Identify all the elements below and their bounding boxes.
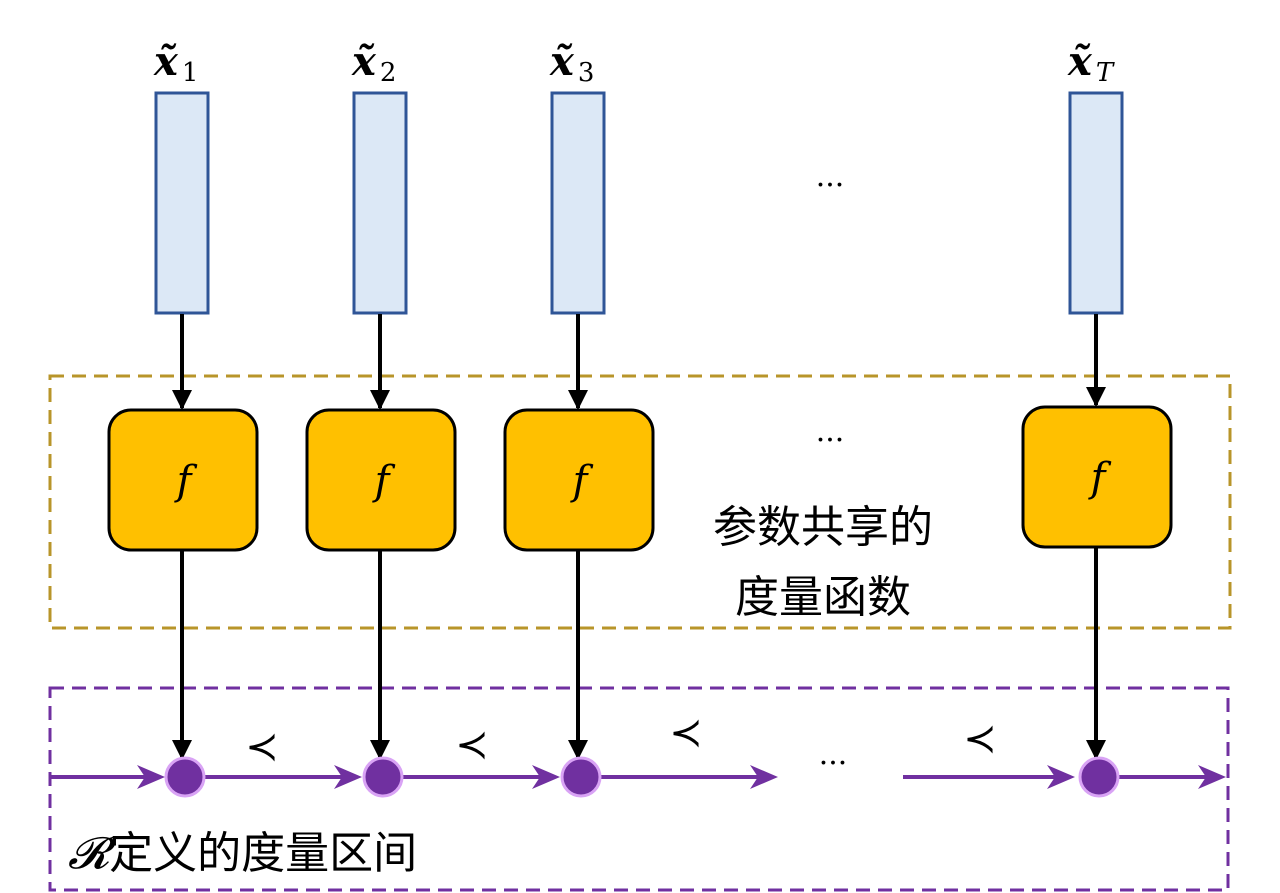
input-label-base: x̃ [153, 38, 179, 85]
metric-interval-symbol: 𝓡 [68, 828, 116, 879]
input-label-subscript: T [1096, 58, 1115, 88]
input-vector-3 [550, 91, 606, 315]
input-label-2: x̃2 [351, 38, 396, 88]
input-vector-T [1068, 91, 1124, 315]
order-symbol-3-dots: ≺ [669, 710, 703, 756]
metric-node-2 [362, 756, 404, 798]
metric-interval-group-border [48, 686, 1230, 892]
metric-axis [50, 765, 1226, 789]
axis-arrowhead [1198, 765, 1226, 789]
input-label-base: x̃ [1067, 38, 1093, 85]
metric-node-1 [164, 756, 206, 798]
input-label-base: x̃ [351, 38, 377, 85]
input-vector-2 [352, 91, 408, 315]
input-label-subscript: 1 [182, 58, 199, 88]
ellipsis-functions: ··· [816, 423, 845, 458]
axis-arrowhead [750, 765, 778, 789]
input-label-1: x̃1 [153, 38, 198, 88]
axis-arrowhead [334, 765, 362, 789]
axis-arrowhead [1047, 765, 1075, 789]
axis-arrowhead [532, 765, 560, 789]
shared-function-group-border [48, 374, 1232, 630]
input-label-T: x̃T [1067, 38, 1115, 88]
metric-interval-label: 𝓡定义的度量区间 [68, 828, 417, 879]
input-vector-1 [154, 91, 210, 315]
metric-node-3 [560, 756, 602, 798]
axis-arrowhead [137, 765, 165, 789]
ellipsis-inputs: ··· [816, 168, 845, 203]
order-symbol-dots-T: ≺ [963, 716, 997, 762]
input-label-base: x̃ [549, 38, 575, 85]
metric-nodes [164, 756, 1120, 798]
metric-node-T [1078, 756, 1120, 798]
input-label-3: x̃3 [549, 38, 594, 88]
connection-arrows [172, 314, 1106, 760]
shared-function-label-line1: 参数共享的 [713, 502, 933, 553]
input-label-subscript: 3 [578, 58, 595, 88]
metric-interval-text: 定义的度量区间 [109, 828, 417, 879]
order-symbol-2-3: ≺ [455, 722, 489, 768]
order-symbol-1-2: ≺ [245, 724, 279, 770]
input-label-subscript: 2 [380, 58, 397, 88]
ellipsis-axis: ··· [819, 746, 848, 781]
shared-function-label-line2: 度量函数 [735, 572, 911, 623]
